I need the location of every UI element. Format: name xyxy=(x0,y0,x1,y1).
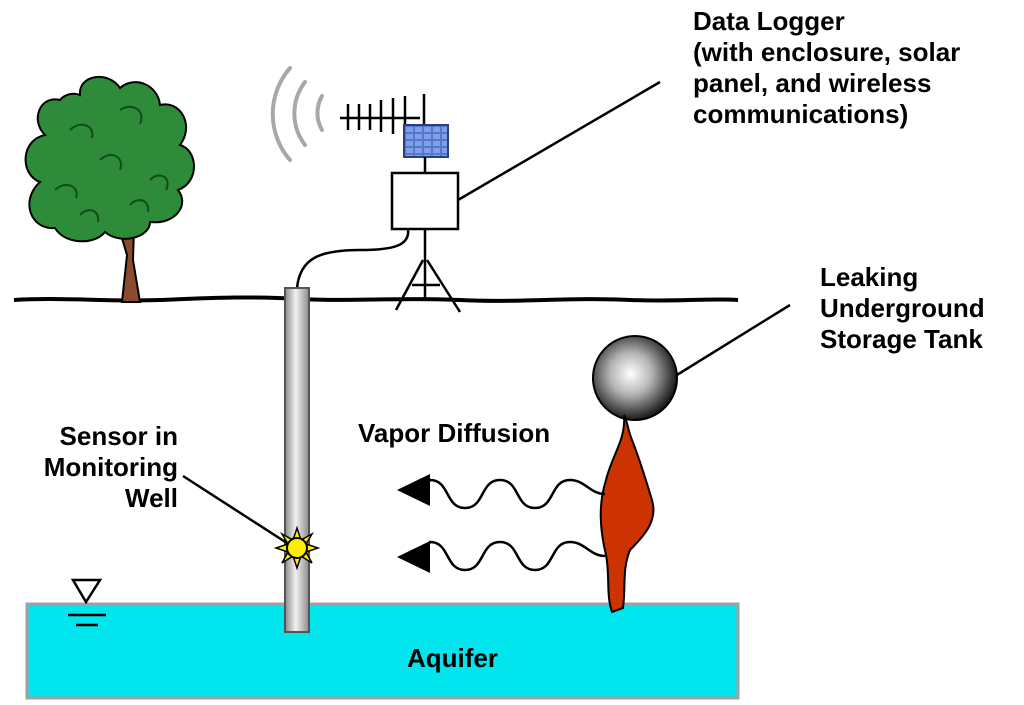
tree-icon xyxy=(24,75,195,303)
solar-panel-icon xyxy=(403,124,449,158)
data-logger-label: Data Logger (with enclosure, solar panel… xyxy=(693,6,960,130)
data-logger-label-line: communications) xyxy=(693,99,909,129)
sensor-leader-line xyxy=(182,474,291,547)
contamination-plume xyxy=(599,414,655,614)
vapor-arrow-lower xyxy=(397,540,606,573)
storage-tank-label-line: Leaking xyxy=(820,262,919,292)
storage-tank-icon xyxy=(592,335,678,421)
logger-leader-line xyxy=(457,80,661,202)
data-logger-label-line: panel, and wireless xyxy=(693,68,932,98)
storage-tank-label-line: Underground xyxy=(820,293,985,323)
sensor-label-line: Monitoring xyxy=(43,452,178,482)
sensor-label-line: Well xyxy=(125,483,178,513)
sensor-icon xyxy=(273,525,321,571)
vapor-arrow-upper xyxy=(397,474,606,510)
storage-tank-label: Leaking Underground Storage Tank xyxy=(820,262,985,355)
data-logger-label-line: (with enclosure, solar xyxy=(693,37,961,67)
tripod-stand xyxy=(394,229,462,313)
water-table-symbol xyxy=(68,578,106,627)
wireless-signal-icon xyxy=(270,66,324,162)
monitoring-well-pipe xyxy=(284,287,310,633)
aquifer-body xyxy=(25,602,740,700)
aquifer-label: Aquifer xyxy=(407,643,498,673)
data-logger-label-line: Data Logger xyxy=(693,6,845,36)
storage-tank-label-line: Storage Tank xyxy=(820,324,983,354)
sensor-cable xyxy=(295,228,410,289)
antenna-icon xyxy=(340,94,426,134)
data-logger-enclosure xyxy=(390,171,460,231)
vapor-diffusion-label: Vapor Diffusion xyxy=(358,418,551,448)
sensor-label-line: Sensor in xyxy=(59,421,178,451)
sensor-label: Sensor in Monitoring Well xyxy=(0,421,178,514)
tank-leader-line xyxy=(671,303,791,380)
